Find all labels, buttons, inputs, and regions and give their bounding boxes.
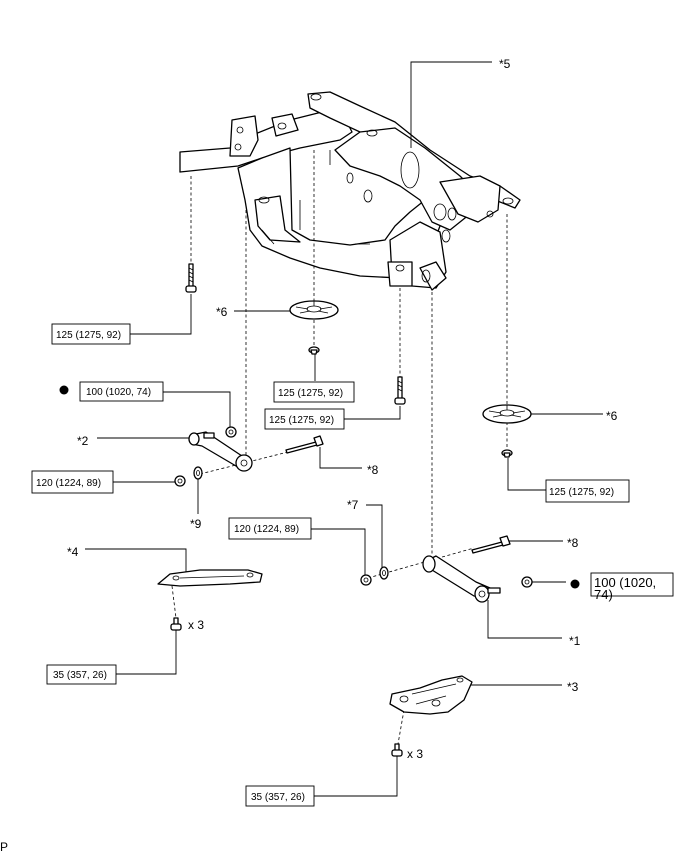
reuse-dot-icon-right bbox=[570, 579, 580, 589]
bolt-8-bottom bbox=[471, 535, 511, 554]
stopper-left bbox=[289, 300, 339, 320]
torque-125-mid: 125 (1275, 92) bbox=[264, 408, 345, 430]
washer-9 bbox=[193, 466, 203, 480]
callout-8-bottom: *8 bbox=[567, 536, 579, 550]
member-bolt-left bbox=[185, 263, 197, 293]
torque-125-right-text: 125 (1275, 92) bbox=[549, 487, 614, 498]
callout-5: *5 bbox=[499, 57, 511, 71]
torque-125-mid-text: 125 (1275, 92) bbox=[269, 415, 334, 426]
torque-35-bottom-text: 35 (357, 26) bbox=[251, 792, 305, 803]
bolt-4-left bbox=[170, 617, 182, 631]
nut-upper-right bbox=[521, 576, 533, 588]
callout-3: *3 bbox=[567, 680, 579, 694]
torque-35-left-text: 35 (357, 26) bbox=[53, 670, 107, 681]
bracket-3 bbox=[389, 675, 473, 715]
stopper-right bbox=[482, 404, 532, 424]
torque-120-mid: 120 (1224, 89) bbox=[228, 517, 312, 540]
torque-120-left: 120 (1224, 89) bbox=[31, 470, 114, 494]
callout-2: *2 bbox=[77, 434, 89, 448]
torque-35-bottom: 35 (357, 26) bbox=[245, 785, 315, 807]
torque-125-right: 125 (1275, 92) bbox=[545, 479, 630, 503]
torque-120-left-text: 120 (1224, 89) bbox=[36, 478, 101, 489]
quantity-left: x 3 bbox=[188, 618, 204, 632]
reuse-dot-icon-left bbox=[59, 385, 69, 395]
nut-120-left bbox=[174, 475, 186, 487]
torque-100-left: 100 (1020, 74) bbox=[79, 381, 164, 402]
callout-6-right: *6 bbox=[606, 409, 618, 423]
callout-6-left: *6 bbox=[216, 305, 228, 319]
bracket-4 bbox=[157, 569, 263, 587]
torque-100-right-line2: 74) bbox=[594, 587, 613, 602]
callout-4: *4 bbox=[67, 545, 79, 559]
torque-125-left-text: 125 (1275, 92) bbox=[56, 330, 121, 341]
upper-arm-left bbox=[188, 431, 253, 472]
callout-9: *9 bbox=[190, 517, 202, 531]
stopper-bolt-center bbox=[308, 346, 320, 355]
stopper-bolt-right bbox=[501, 449, 513, 458]
corner-letter: P bbox=[0, 840, 8, 852]
quantity-bottom: x 3 bbox=[407, 747, 423, 761]
torque-35-left: 35 (357, 26) bbox=[46, 664, 117, 685]
torque-125-center: 125 (1275, 92) bbox=[273, 381, 355, 403]
lower-arm-1 bbox=[422, 555, 501, 603]
callout-7: *7 bbox=[347, 498, 359, 512]
callout-1: *1 bbox=[569, 634, 581, 648]
member-bolt-mid bbox=[394, 376, 406, 405]
torque-120-mid-text: 120 (1224, 89) bbox=[234, 524, 299, 535]
torque-100-right: 100 (1020, 74) bbox=[590, 572, 674, 602]
bolt-8-top bbox=[285, 435, 324, 454]
washer-7 bbox=[379, 566, 389, 580]
leader-lines bbox=[85, 61, 603, 797]
torque-125-left: 125 (1275, 92) bbox=[51, 323, 131, 345]
rear-suspension-member bbox=[179, 91, 521, 291]
torque-125-center-text: 125 (1275, 92) bbox=[278, 388, 343, 399]
nut-120-mid bbox=[360, 574, 372, 586]
torque-100-right-line1: 100 (1020, bbox=[594, 575, 656, 590]
bolt-3-bottom bbox=[391, 743, 403, 757]
callout-8-top: *8 bbox=[367, 463, 379, 477]
torque-100-left-text: 100 (1020, 74) bbox=[86, 387, 151, 398]
nut-upper-left bbox=[225, 426, 237, 438]
